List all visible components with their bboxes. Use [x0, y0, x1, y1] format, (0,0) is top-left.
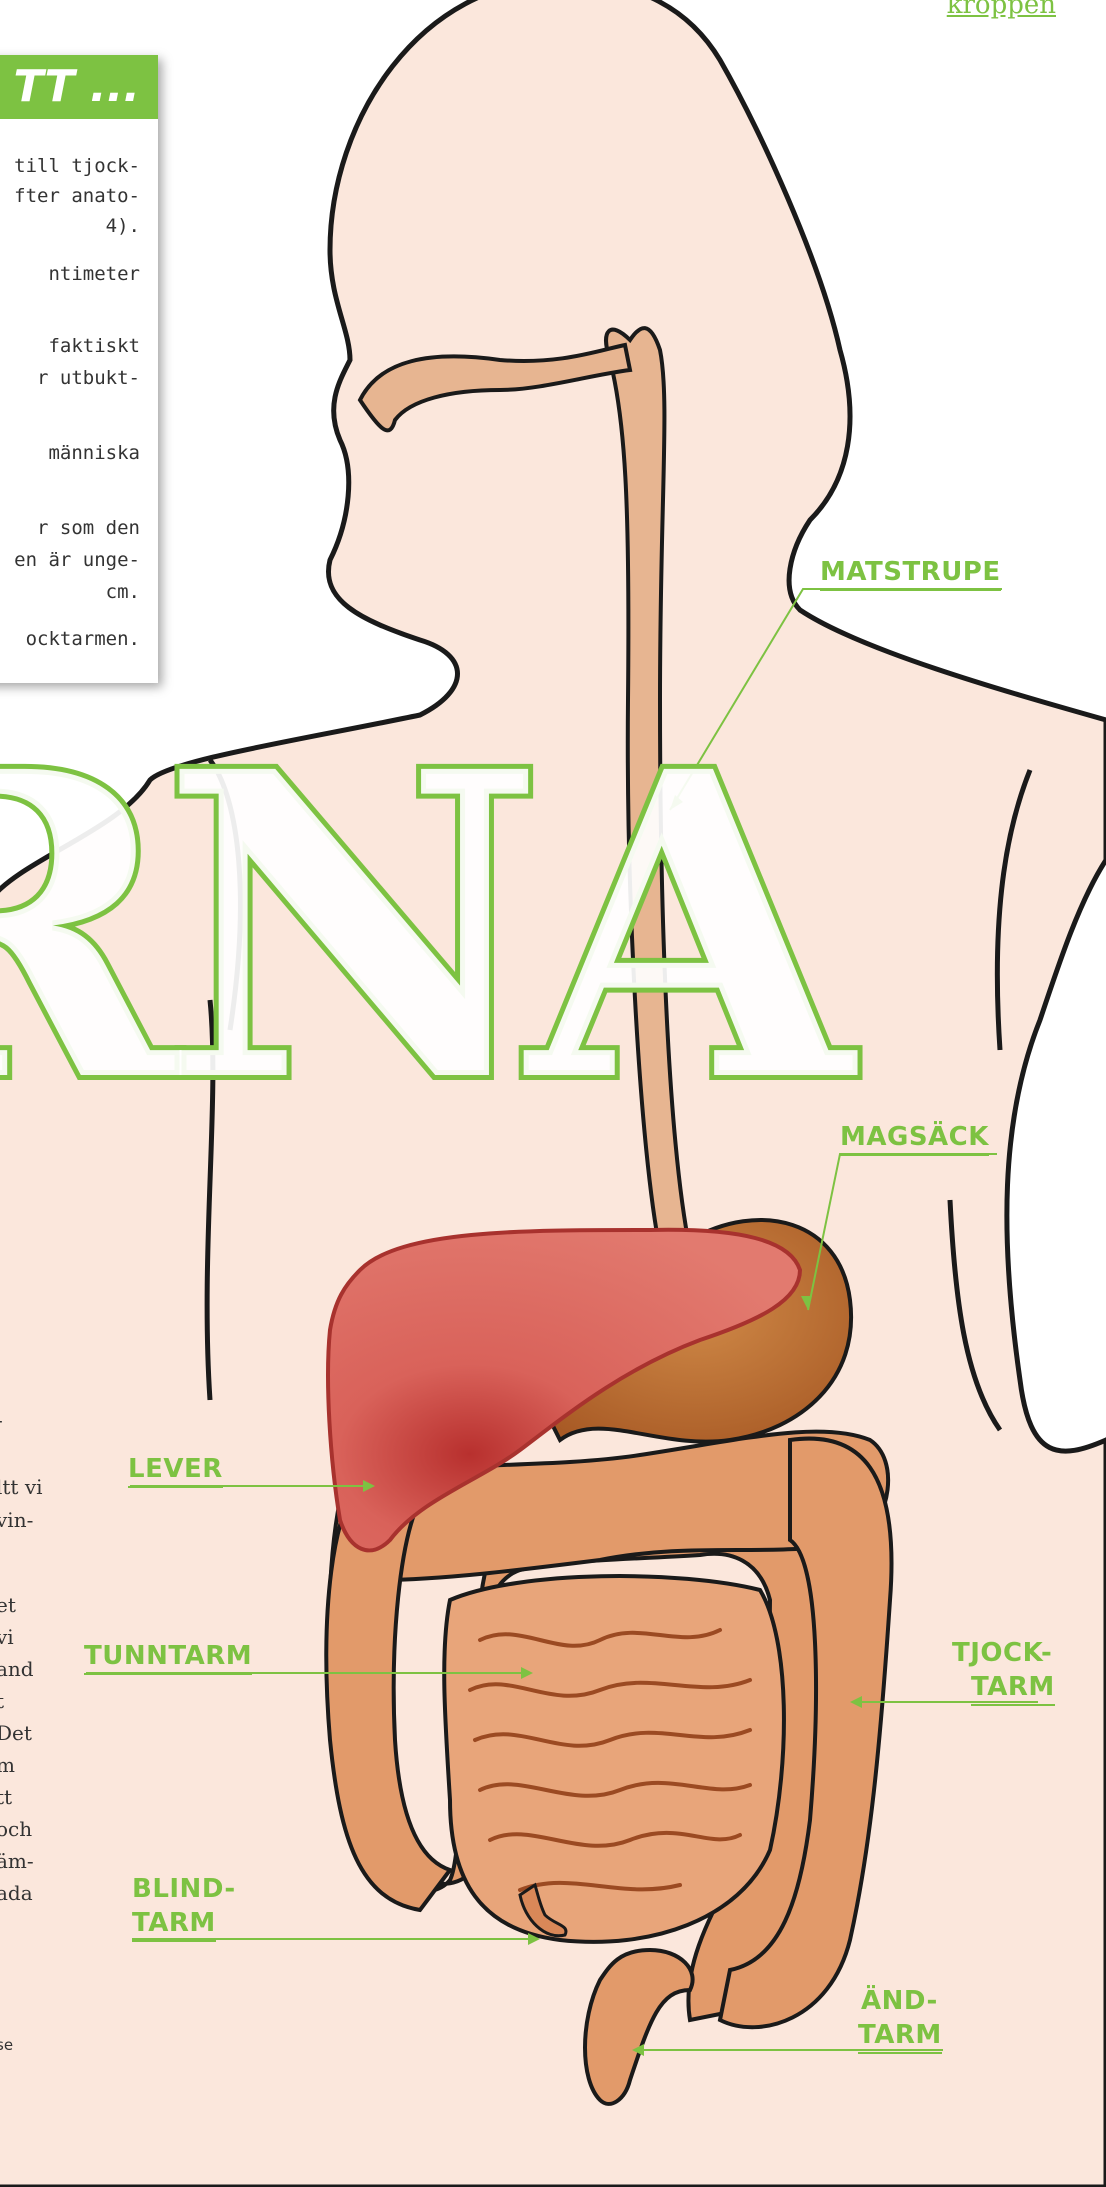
body-text-line: och	[0, 1817, 32, 1841]
fact-line: r utbukt-	[0, 367, 140, 389]
label-appendix-line2: TARM	[132, 1906, 216, 1942]
fact-line: människa	[0, 442, 140, 464]
fact-line: r som den	[0, 517, 140, 539]
headline-graphic: RNA	[0, 730, 1106, 1090]
body-text-line: -	[0, 1408, 3, 1432]
label-large-intestine-line1: TJOCK-	[952, 1636, 1052, 1670]
label-appendix-line1: BLIND-	[132, 1872, 236, 1906]
body-text-line: m	[0, 1753, 15, 1777]
body-text-line: vin-	[0, 1508, 33, 1532]
fact-line: till tjock-	[0, 155, 140, 177]
label-rectum-line1: ÄND-	[861, 1984, 938, 2018]
fact-box-title: TT ...	[0, 55, 158, 119]
fact-line: cm.	[0, 581, 140, 603]
body-text-line: ada	[0, 1881, 33, 1905]
body-text-line: Det	[0, 1721, 32, 1745]
fact-line: ntimeter	[0, 263, 140, 285]
fact-line: ocktarmen.	[0, 628, 140, 650]
body-text-line: et	[0, 1593, 16, 1617]
body-text-line: vi	[0, 1625, 14, 1649]
headline-text: RNA	[0, 730, 862, 1090]
label-small-intestine: TUNNTARM	[84, 1639, 252, 1675]
body-text-line: ltt vi	[0, 1475, 43, 1499]
label-esophagus: MATSTRUPE	[820, 555, 1001, 591]
fact-line: 4).	[0, 215, 140, 237]
body-text-line: äm-	[0, 1849, 34, 1873]
body-text-line: tt	[0, 1785, 12, 1809]
fact-line: fter anato-	[0, 185, 140, 207]
label-large-intestine-line2: TARM	[971, 1670, 1055, 1706]
label-stomach: MAGSÄCK	[840, 1120, 989, 1156]
fact-box: TT ... till tjock- fter anato- 4). ntime…	[0, 55, 158, 683]
body-text-line: and	[0, 1657, 34, 1681]
body-text-line: t	[0, 1689, 4, 1713]
label-liver: LEVER	[128, 1452, 223, 1488]
fact-line: en är unge-	[0, 549, 140, 571]
fact-line: faktiskt	[0, 335, 140, 357]
section-link[interactable]: kroppen	[947, 0, 1056, 20]
body-text-line: se	[0, 2036, 13, 2054]
label-rectum-line2: TARM	[858, 2018, 942, 2054]
